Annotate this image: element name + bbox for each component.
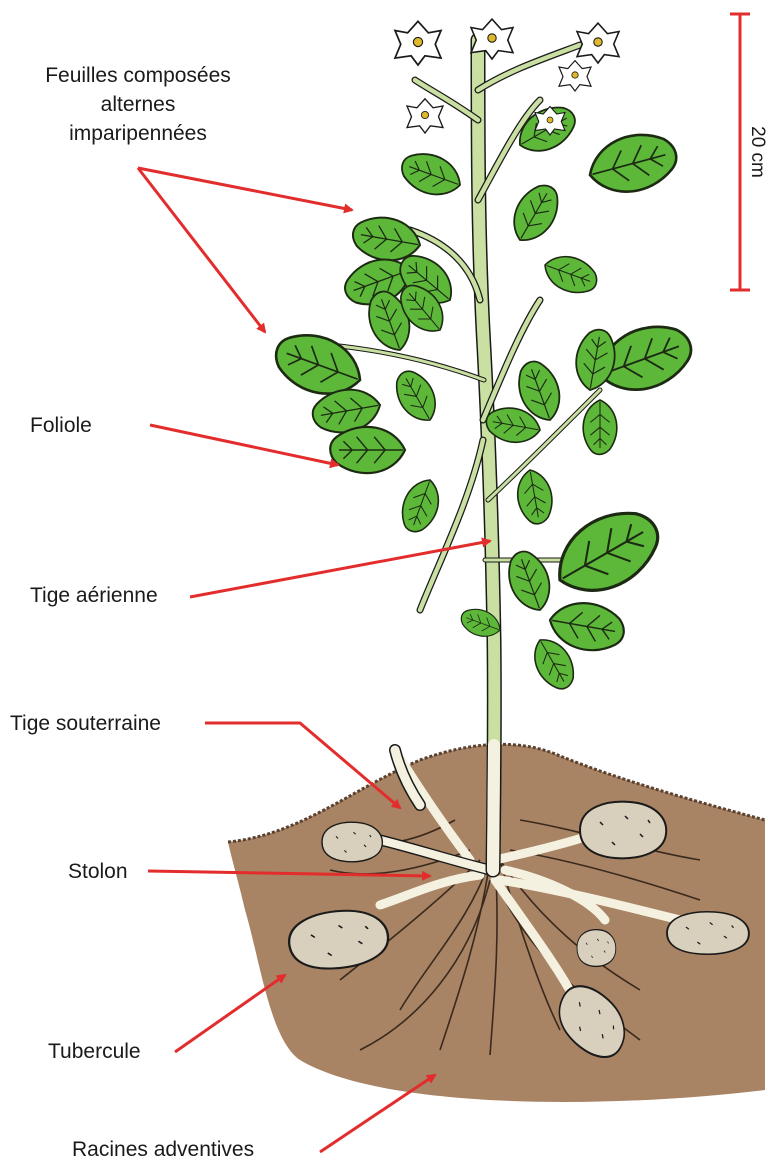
label-stolon: Stolon [68,860,128,883]
label-foliole: Foliole [30,414,92,437]
scale-bar-label: 20 cm [747,126,768,178]
label-tubercule: Tubercule [48,1040,141,1063]
arrow-feuilles-1 [138,168,352,210]
label-tige-souterraine: Tige souterraine [10,712,161,735]
arrow-tubercule [175,975,285,1052]
tuber [667,912,749,954]
label-feuilles-line3: imparipennées [69,122,207,145]
label-feuilles-line1: Feuilles composées [45,64,231,87]
arrow-tige-aerienne [190,541,490,597]
label-feuilles-line2: alternes [101,93,176,116]
scale-bar: 20 cm [730,14,768,290]
tuber [580,802,666,859]
label-racines-adventives: Racines adventives [72,1138,254,1161]
arrow-foliole [150,425,338,465]
tuber [322,822,382,862]
tuber [577,930,616,967]
labels: Feuilles composées alternes imparipennée… [10,64,254,1161]
label-tige-aerienne: Tige aérienne [30,584,158,607]
arrow-feuilles-2 [138,168,265,332]
